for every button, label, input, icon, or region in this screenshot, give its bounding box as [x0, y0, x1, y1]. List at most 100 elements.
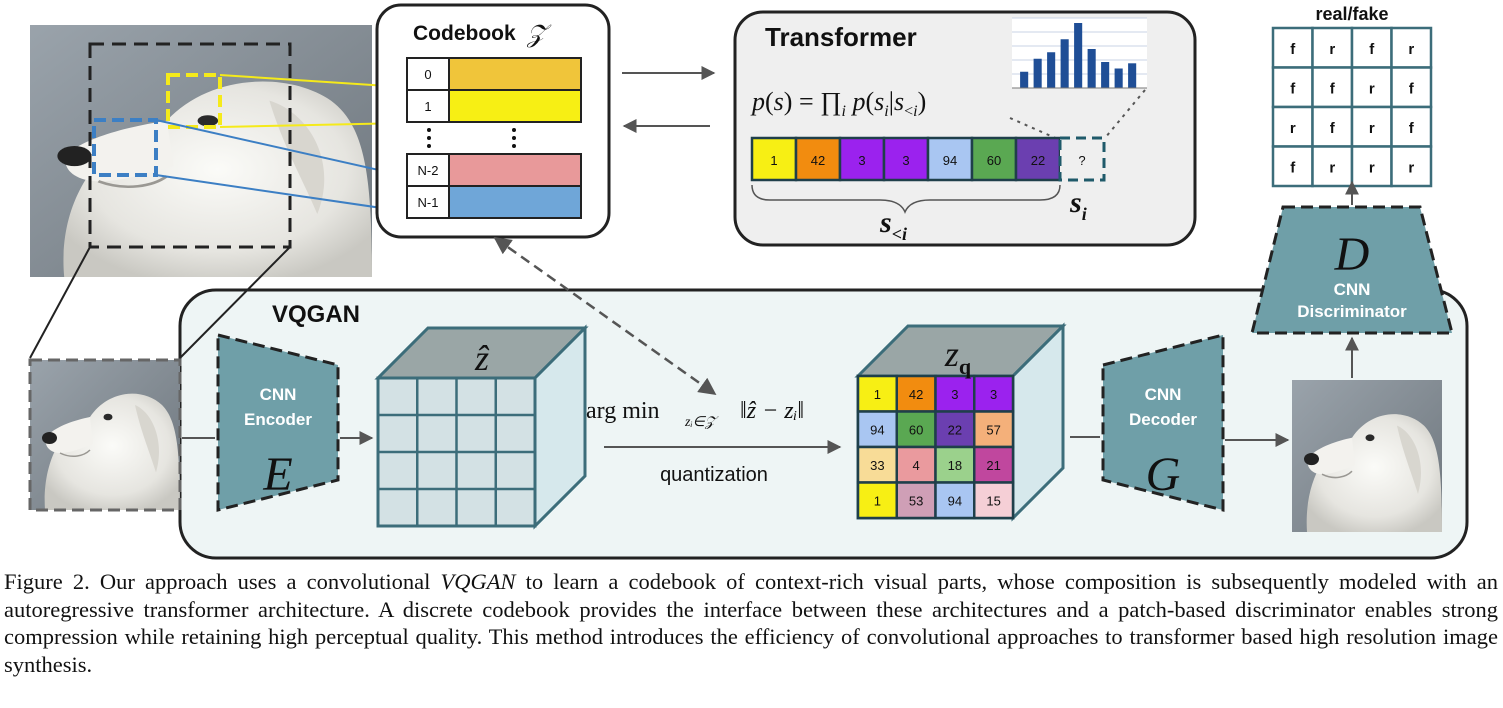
- real-fake-title: real/fake: [1315, 4, 1388, 24]
- quantized-cell-box: [934, 481, 976, 520]
- transformer-title: Transformer: [765, 22, 917, 52]
- quantized-cell: 4: [895, 445, 937, 484]
- codebook-index-cell: [406, 57, 450, 91]
- quantized-cell: 1: [856, 374, 898, 413]
- cnn-discriminator: D CNN Discriminator: [1250, 205, 1454, 335]
- real-fake-value: f: [1369, 41, 1375, 58]
- real-fake-value: f: [1330, 80, 1336, 97]
- codebook-ellipsis: [427, 128, 516, 148]
- quantized-cell: 21: [973, 445, 1015, 484]
- vqgan-title: VQGAN: [272, 301, 360, 328]
- disc-letter: D: [1334, 228, 1370, 281]
- input-photo: [30, 25, 372, 277]
- token-value: 94: [943, 153, 957, 168]
- histogram-bar: [1020, 71, 1029, 88]
- sequence-token: 42: [794, 136, 842, 182]
- decoder-label-2: Decoder: [1129, 410, 1197, 429]
- real-fake-cell: r: [1390, 26, 1433, 69]
- encoder-label-1: CNN: [260, 385, 297, 404]
- codebook-lookup-arrow: [493, 236, 717, 396]
- reconstructed-photo: [1292, 380, 1442, 532]
- histogram-bar: [1101, 62, 1110, 88]
- transformer-formula: p(s) = ∏i p(si|s<i): [750, 87, 926, 120]
- codebook-title: Codebook: [413, 22, 516, 45]
- real-fake-cell: r: [1390, 145, 1433, 188]
- quantized-value: 21: [986, 458, 1000, 473]
- quantized-cell: 3: [934, 374, 976, 413]
- real-fake-cell-box: [1271, 145, 1314, 188]
- unknown-token: ?: [1078, 153, 1085, 168]
- codebook-entry: N-1: [406, 185, 582, 219]
- codebook-index: 0: [424, 67, 431, 82]
- quantized-value: 1: [874, 387, 881, 402]
- z-hat-cube: ẑ: [374, 324, 589, 530]
- sequence-token: 94: [926, 136, 974, 182]
- cnn-encoder: CNN Encoder E: [216, 333, 340, 512]
- quantized-value: 94: [948, 493, 962, 508]
- real-fake-cell: r: [1271, 105, 1314, 148]
- quantized-value: 60: [909, 422, 923, 437]
- sequence-token: 22: [1014, 136, 1062, 182]
- token-value: 1: [770, 153, 777, 168]
- quantized-cell: 18: [934, 445, 976, 484]
- quantized-value: 4: [913, 458, 920, 473]
- histogram-bar: [1074, 23, 1083, 88]
- decoder-letter: G: [1146, 448, 1181, 501]
- codebook-vector: [448, 57, 582, 91]
- quantized-cell-box: [856, 374, 898, 413]
- codebook-vector: [448, 185, 582, 219]
- caption-emphasis: VQGAN: [440, 569, 516, 594]
- quantized-cell: 15: [973, 481, 1015, 520]
- histogram-bar: [1087, 49, 1096, 88]
- real-fake-value: f: [1290, 80, 1296, 97]
- crop-box: [88, 42, 292, 249]
- token-value: 3: [858, 153, 865, 168]
- real-fake-cell: r: [1311, 145, 1354, 188]
- decoder-label-1: CNN: [1145, 385, 1182, 404]
- codebook-index: 1: [424, 99, 431, 114]
- real-fake-value: r: [1369, 159, 1375, 176]
- codebook-entry: N-2: [406, 153, 582, 187]
- argmin-label: arg min: [586, 398, 660, 424]
- real-fake-value: r: [1329, 41, 1335, 58]
- real-fake-cell: f: [1350, 26, 1393, 69]
- quantized-cell: 94: [934, 481, 976, 520]
- token-cell: [794, 136, 842, 182]
- real-fake-value: f: [1330, 120, 1336, 137]
- zoom-line-left: [29, 246, 91, 359]
- codebook-panel: Codebook 𝒵 01N-2N-1: [375, 3, 611, 239]
- real-fake-value: r: [1369, 120, 1375, 137]
- sequence-token: 60: [970, 136, 1018, 182]
- quantized-cell: 53: [895, 481, 937, 520]
- quantized-cell: 42: [895, 374, 937, 413]
- encoder-label-2: Encoder: [244, 410, 312, 429]
- real-fake-value: r: [1329, 159, 1335, 176]
- real-fake-value: r: [1369, 80, 1375, 97]
- real-fake-cell: f: [1271, 66, 1314, 109]
- quantized-value: 22: [948, 422, 962, 437]
- real-fake-value: f: [1409, 120, 1415, 137]
- real-fake-cell: f: [1390, 105, 1433, 148]
- quantized-value: 18: [948, 458, 962, 473]
- yellow-patch-box: [166, 73, 222, 129]
- sequence-token: 3: [838, 136, 886, 182]
- caption-text-1: Figure 2. Our approach uses a convolutio…: [4, 569, 441, 594]
- codebook-rows: 0 1N-2N-1: [406, 57, 582, 219]
- quantization-label: quantization: [660, 464, 768, 486]
- quantized-value: 3: [951, 387, 958, 402]
- quantized-value: 15: [986, 493, 1000, 508]
- quantized-cell: 33: [856, 445, 898, 484]
- real-fake-value: f: [1290, 41, 1296, 58]
- codebook-index: N-1: [418, 195, 439, 210]
- argmin-subscript: zᵢ∈𝒵: [684, 415, 719, 430]
- real-fake-cell: f: [1271, 145, 1314, 188]
- real-fake-value: f: [1290, 159, 1296, 176]
- real-fake-cell: r: [1350, 66, 1393, 109]
- zoom-line-right: [179, 246, 291, 359]
- histogram-bar: [1114, 68, 1123, 88]
- quantized-value: 1: [874, 493, 881, 508]
- quantized-value: 94: [870, 422, 884, 437]
